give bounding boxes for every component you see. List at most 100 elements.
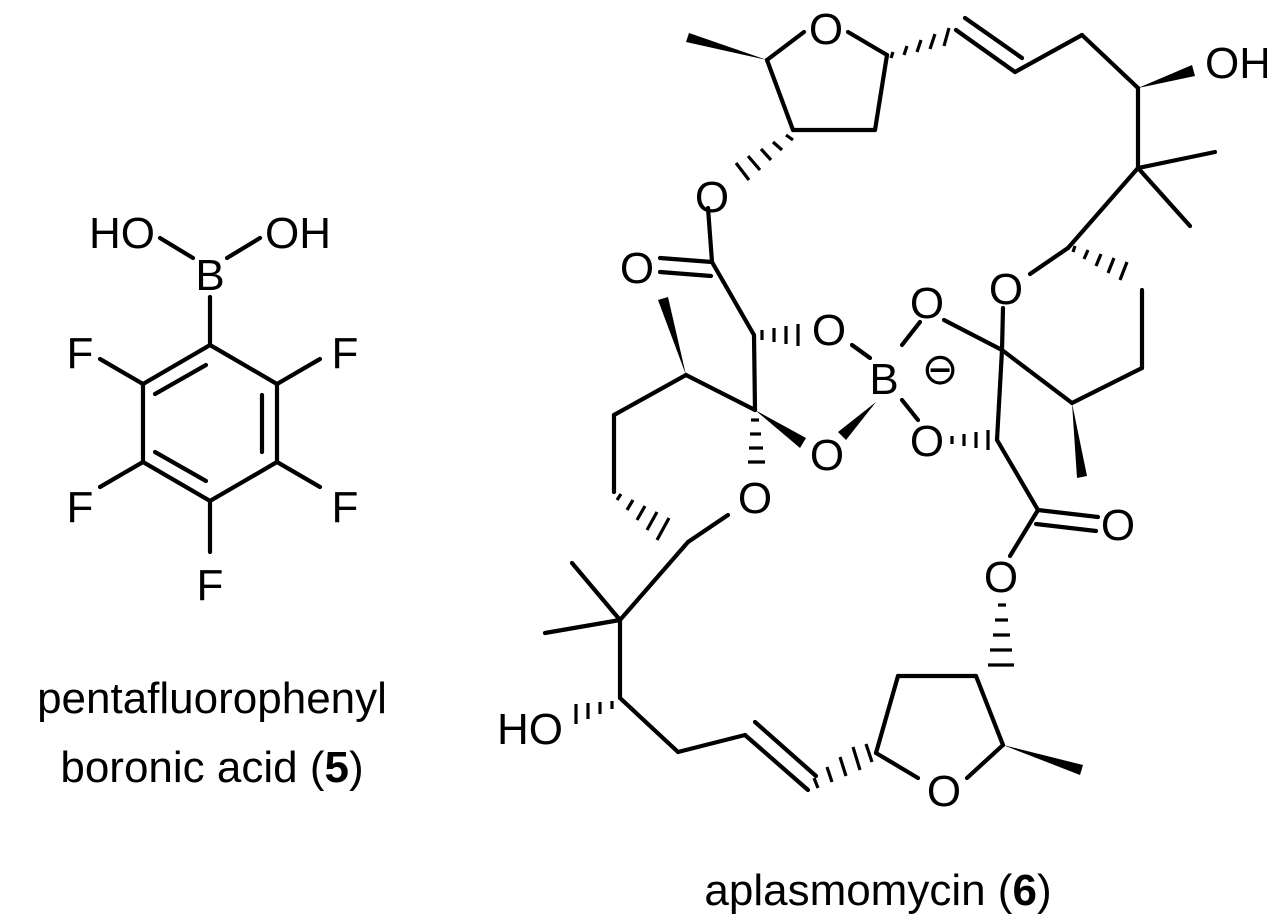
wedge-top-oh bbox=[1138, 65, 1195, 88]
atom-o-boron-upper-left: O bbox=[812, 306, 846, 355]
bond-pyran-right-c-o bbox=[1027, 245, 1071, 277]
atom-boron-center: B bbox=[869, 355, 898, 404]
bond-thf-bottom-c4-o bbox=[964, 742, 1006, 781]
bond-alkene-bottom-1 bbox=[742, 732, 811, 793]
compound-6-structure: O OH O O O O O B ⊖ O O O O O HO O bbox=[497, 5, 1267, 816]
hash-ester-o-to-lower-thf bbox=[988, 603, 1014, 667]
bond-ch-to-spiro-left bbox=[751, 332, 758, 413]
bond-spiro-right-to-ch bbox=[994, 347, 1005, 443]
wedge-top-methyl bbox=[686, 33, 767, 60]
atom-fluorine-2: F bbox=[332, 329, 359, 378]
compound-5-structure: HO OH B F F F F F bbox=[67, 209, 359, 610]
bond-thf-bottom-c1-o bbox=[873, 750, 921, 781]
wedge-bottom-methyl bbox=[1003, 745, 1083, 775]
bond-thf-bottom-c3-c4 bbox=[973, 673, 1006, 748]
hash-alkene-to-lower-thf bbox=[812, 743, 874, 789]
bond-ester-c-o-right bbox=[1007, 507, 1041, 559]
atom-fluorine-5: F bbox=[197, 561, 224, 610]
hash-ch-to-o-left-upper bbox=[760, 324, 800, 346]
bond-b-oh-left bbox=[157, 235, 196, 261]
bond-b-oh-right bbox=[224, 235, 263, 261]
atom-o-boron-lower-left: O bbox=[810, 431, 844, 480]
bond-thf-top-o-c4 bbox=[845, 29, 890, 58]
bond-pyran-left-c-o bbox=[685, 512, 731, 545]
bond-ester-o-to-c-left bbox=[705, 205, 715, 265]
bond-thf-top-o-c1 bbox=[764, 29, 807, 63]
atom-o-thf-bottom: O bbox=[927, 767, 961, 816]
atom-o-ester-right: O bbox=[984, 553, 1018, 602]
bond-chain-bottom-2 bbox=[675, 732, 748, 755]
wedge-b-o-lower-left bbox=[838, 402, 876, 440]
bond-carbonyl-right-1 bbox=[1035, 507, 1101, 520]
bond-pyran-right-o-c bbox=[999, 305, 1006, 353]
atom-o-thf-top: O bbox=[809, 5, 843, 54]
bond-chain-top-2 bbox=[1079, 32, 1141, 91]
atom-fluorine-1: F bbox=[67, 329, 94, 378]
bond-pyran-left-cme-c bbox=[611, 372, 689, 418]
atom-o-pyran-right: O bbox=[989, 265, 1023, 314]
hash-pyran-left-bottom bbox=[615, 493, 671, 541]
bond-alkene-top-1 bbox=[953, 27, 1018, 75]
ring-double-bond-1 bbox=[152, 362, 209, 397]
bond-cf-upper-left bbox=[97, 356, 146, 387]
bond-alkene-top-2 bbox=[962, 15, 1025, 61]
boron-negative-charge: ⊖ bbox=[922, 345, 959, 394]
compound-6-name-prefix: aplasmomycin ( bbox=[704, 866, 1012, 915]
atom-o-boron-upper-right: O bbox=[910, 279, 944, 328]
compound-5-name-prefix: boronic acid ( bbox=[60, 743, 324, 792]
atom-fluorine-3: F bbox=[67, 483, 94, 532]
hash-bottom-ho bbox=[574, 701, 614, 724]
compound-6-name-suffix: ) bbox=[1037, 866, 1052, 915]
hash-top-thf-to-ester-o bbox=[734, 133, 794, 181]
bond-thf-top-c1-c2 bbox=[764, 57, 796, 133]
bond-pyran-right-c-cme bbox=[999, 347, 1075, 406]
bond-gem-methyl-bottom-a bbox=[542, 617, 623, 636]
bond-thf-top-c3-c4 bbox=[872, 52, 890, 133]
bond-pyran-to-cme2-bottom bbox=[617, 539, 691, 623]
bond-b-o-upper-left bbox=[849, 342, 873, 361]
bond-carbonyl-right-2 bbox=[1033, 521, 1099, 534]
bond-cf-lower-right bbox=[274, 459, 323, 490]
bond-thf-bottom-c1-c2 bbox=[873, 673, 901, 756]
bond-b-o-upper-right bbox=[899, 319, 923, 348]
bond-b-o-lower-right bbox=[899, 397, 921, 423]
bond-gem-methyl-bottom-b bbox=[569, 560, 623, 623]
hash-top-thf-to-alkene bbox=[889, 27, 951, 59]
hash-pyran-right-top bbox=[1071, 245, 1129, 281]
compound-5-name-suffix: ) bbox=[349, 743, 364, 792]
benzene-ring bbox=[140, 342, 280, 504]
atom-ho-bottom-left: HO bbox=[497, 705, 563, 754]
compound-5-number: 5 bbox=[325, 743, 349, 792]
hash-o-c-right-lower bbox=[950, 430, 990, 450]
wedge-spiro-left-o bbox=[755, 410, 806, 448]
bond-o-spiro-right bbox=[941, 317, 1005, 353]
compound-5-name-line-2: boronic acid (5) bbox=[60, 743, 363, 792]
bond-carbonyl-left-2 bbox=[657, 269, 714, 279]
bond-cme2-to-pyran-right bbox=[1065, 165, 1141, 251]
atom-oh-top-right: OH bbox=[1205, 39, 1267, 88]
bond-ch-to-ester-c-right bbox=[994, 437, 1041, 513]
bond-spiro-left-to-cme bbox=[683, 372, 758, 413]
atom-fluorine-4: F bbox=[332, 483, 359, 532]
atom-boron-label: B bbox=[195, 251, 224, 300]
bond-carbonyl-left-1 bbox=[657, 255, 715, 265]
bond-pyran-right-cme-c bbox=[1069, 365, 1145, 406]
atom-oh-label: OH bbox=[265, 209, 331, 258]
compound-5-name-line-1: pentafluorophenyl bbox=[37, 674, 387, 723]
wedge-left-methyl bbox=[658, 297, 686, 375]
atom-o-ester-left: O bbox=[695, 173, 729, 222]
wedge-right-methyl bbox=[1072, 403, 1087, 478]
bond-chain-top-1 bbox=[1012, 32, 1085, 75]
atom-o-pyran-left: O bbox=[738, 474, 772, 523]
hash-spiro-left-to-o bbox=[748, 418, 765, 464]
compound-6-number: 6 bbox=[1012, 866, 1036, 915]
bond-gem-methyl-top-b bbox=[1135, 165, 1193, 229]
atom-o-boron-lower-right: O bbox=[910, 417, 944, 466]
atom-ho-label: HO bbox=[89, 209, 155, 258]
bond-chain-bottom-1 bbox=[617, 695, 681, 755]
bond-cf-lower-left bbox=[97, 459, 146, 490]
ring-double-bond-3 bbox=[152, 449, 209, 484]
compound-6-caption: aplasmomycin (6) bbox=[704, 866, 1051, 915]
bond-gem-methyl-top-a bbox=[1135, 149, 1218, 171]
